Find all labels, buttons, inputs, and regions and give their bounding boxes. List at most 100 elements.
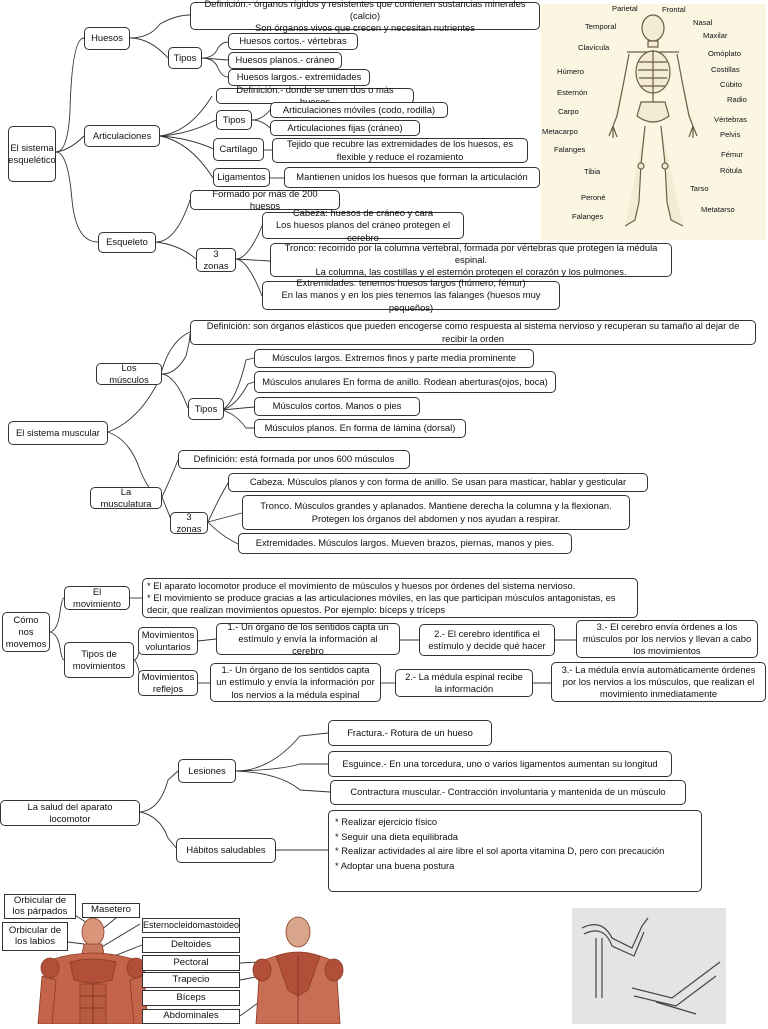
zona-extremidades-line2: En las manos y en los pies tenemos las f… xyxy=(281,289,541,313)
label-pectoral: Pectoral xyxy=(142,955,240,971)
voluntarios-label: Movimientos voluntarios xyxy=(141,628,195,652)
lesion-esguince-box: Esguince.- En una torcedura, uno o vario… xyxy=(328,751,672,777)
zona-cabeza-box: Cabeza: huesos de cráneo y cara Los hues… xyxy=(262,207,464,243)
label-carpo: Carpo xyxy=(558,107,579,116)
skeletal-root-label: El sistema esquelético xyxy=(8,141,56,165)
esqueleto-formado-text: Formado por más de 200 huesos xyxy=(212,187,318,211)
movimiento-node: El movimiento xyxy=(64,586,130,610)
ligamentos-desc-box: Mantienen unidos los huesos que forman l… xyxy=(284,167,540,188)
label-nasal: Nasal xyxy=(693,18,713,27)
huesos-definition-box: Definición.- órganos rígidos y resistent… xyxy=(190,0,540,33)
habito-4: * Adoptar una buena postura xyxy=(335,859,455,871)
cartilago-desc-text: Tejido que recubre las extremidades de l… xyxy=(286,138,514,162)
lesion-contractura-text: Contractura muscular.- Contracción invol… xyxy=(350,786,666,798)
huesos-label: Huesos xyxy=(91,32,123,44)
esqueleto-zonas-node: 3 zonas xyxy=(196,248,236,272)
articulaciones-tipos-node: Tipos xyxy=(216,110,252,130)
label-abdominales: Abdominales xyxy=(142,1009,240,1024)
hueso-largo-text: Huesos largos.- extremidades xyxy=(236,71,362,83)
voluntario-paso-2-box: 2.- El cerebro identifica el estímulo y … xyxy=(419,624,555,656)
musculatura-tronco-line1: Tronco. Músculos grandes y aplanados. Ma… xyxy=(260,500,612,512)
movement-root-label: Cómo nos movemos xyxy=(5,613,47,650)
label-abdominales-text: Abdominales xyxy=(163,1010,219,1022)
voluntario-paso-1-box: 1.- Un órgano de los sentidos capta un e… xyxy=(216,621,400,656)
label-temporal: Temporal xyxy=(585,22,617,31)
zona-tronco-line1: Tronco: recorrido por la columna vertebr… xyxy=(284,241,658,265)
movement-root-node: Cómo nos movemos xyxy=(2,612,50,652)
muscle-figure-back xyxy=(252,916,344,1025)
musculatura-extremidades-box: Extremidades. Músculos largos. Mueven br… xyxy=(238,533,572,554)
skeleton-figure: Parietal Frontal Temporal Nasal Maxilar … xyxy=(541,4,766,240)
label-tibia: Tibia xyxy=(584,167,601,176)
habito-2: * Seguir una dieta equilibrada xyxy=(335,830,459,842)
musculo-largo-box: Músculos largos. Extremos finos y parte … xyxy=(254,349,534,368)
label-esternocleidomastoideo: Esternocleidomastoideo xyxy=(142,918,240,933)
voluntarios-node: Movimientos voluntarios xyxy=(138,627,198,655)
habitos-node: Hábitos saludables xyxy=(176,838,276,863)
reflejo-paso-1-box: 1.- Un órgano de los sentidos capta un e… xyxy=(210,663,381,702)
musculatura-zonas-label: 3 zonas xyxy=(176,510,202,534)
label-perone: Peroné xyxy=(581,193,606,202)
musculatura-zonas-node: 3 zonas xyxy=(170,510,208,534)
skeleton-illustration xyxy=(608,14,698,227)
label-cubito: Cúbito xyxy=(720,80,742,89)
cartilago-label: Cartílago xyxy=(219,143,258,155)
muscular-root-node: El sistema muscular xyxy=(8,421,108,445)
label-maxilar: Maxilar xyxy=(703,31,728,40)
label-vertebras: Vértebras xyxy=(714,115,747,124)
habitos-list-box: * Realizar ejercicio físico * Seguir una… xyxy=(328,810,702,892)
movimiento-desc-line2: * El movimiento se produce gracias a las… xyxy=(147,591,616,616)
esqueleto-node: Esqueleto xyxy=(98,232,156,253)
musculatura-cabeza-box: Cabeza. Músculos planos y con forma de a… xyxy=(228,473,648,492)
huesos-tipos-node: Tipos xyxy=(168,47,202,69)
musculo-plano-box: Músculos planos. En forma de lámina (dor… xyxy=(254,419,466,438)
label-orbicular-labios: Orbicular de los labios xyxy=(2,922,68,951)
musculos-label: Los músculos xyxy=(109,361,149,385)
label-femur: Fémur xyxy=(721,150,743,159)
reflejo-paso-1-text: 1.- Un órgano de los sentidos capta un e… xyxy=(216,664,375,700)
label-biceps-text: Bíceps xyxy=(176,991,206,1003)
hueso-plano-box: Huesos planos.- cráneo xyxy=(228,52,342,69)
musculo-corto-box: Músculos cortos. Manos o pies xyxy=(254,397,420,416)
huesos-def-line2: Son órganos vivos que crecen y necesitan… xyxy=(255,22,475,34)
articulacion-movil-box: Articulaciones móviles (codo, rodilla) xyxy=(270,102,448,118)
voluntario-paso-2-text: 2.- El cerebro identifica el estímulo y … xyxy=(428,627,546,651)
musculo-plano-text: Músculos planos. En forma de lámina (dor… xyxy=(264,422,456,434)
label-parietal: Parietal xyxy=(612,4,638,13)
label-orbicular-labios-text: Orbicular de los labios xyxy=(8,924,62,947)
label-esternocleidomastoideo-text: Esternocleidomastoideo xyxy=(142,919,240,930)
cartilago-desc-box: Tejido que recubre las extremidades de l… xyxy=(272,138,528,163)
label-falanges-mano: Falanges xyxy=(554,145,586,154)
musculatura-label: La musculatura xyxy=(100,485,152,509)
tipos-movimientos-node: Tipos de movimientos xyxy=(64,642,134,678)
esqueleto-label: Esqueleto xyxy=(106,236,148,248)
huesos-tipos-label: Tipos xyxy=(173,51,197,63)
musculatura-extremidades-text: Extremidades. Músculos largos. Mueven br… xyxy=(255,537,555,549)
musculo-corto-text: Músculos cortos. Manos o pies xyxy=(272,400,402,412)
musculo-anular-box: Músculos anulares En forma de anillo. Ro… xyxy=(254,371,556,393)
reflejo-paso-2-box: 2.- La médula espinal recibe la informac… xyxy=(395,669,533,697)
voluntario-paso-3-box: 3.- El cerebro envía órdenes a los múscu… xyxy=(576,620,758,658)
label-deltoides-text: Deltoides xyxy=(171,938,211,950)
lesiones-label: Lesiones xyxy=(188,764,226,776)
label-orbicular-parpados-text: Orbicular de los párpados xyxy=(12,894,68,917)
health-root-label: La salud del aparato locomotor xyxy=(27,800,113,824)
label-costillas: Costillas xyxy=(711,65,740,74)
articulacion-fija-text: Articulaciones fijas (cráneo) xyxy=(287,121,403,133)
movimiento-label: El movimiento xyxy=(73,585,121,609)
articulaciones-tipos-label: Tipos xyxy=(222,113,246,125)
label-esternon: Esternón xyxy=(557,88,588,97)
musculatura-tronco-box: Tronco. Músculos grandes y aplanados. Ma… xyxy=(242,495,630,530)
ligamentos-node: Ligamentos xyxy=(213,168,270,187)
zona-tronco-box: Tronco: recorrido por la columna vertebr… xyxy=(270,241,672,277)
arm-flexion-illustration xyxy=(572,908,726,1024)
habito-3: * Realizar actividades al aire libre el … xyxy=(335,845,665,857)
label-trapecio-text: Trapecio xyxy=(172,973,210,985)
zona-cabeza-line2: Los huesos planos del cráneo protegen el… xyxy=(275,219,451,243)
label-deltoides: Deltoides xyxy=(142,937,240,953)
ligamentos-label: Ligamentos xyxy=(217,171,266,183)
hueso-largo-box: Huesos largos.- extremidades xyxy=(228,69,370,86)
label-falanges-pie: Falanges xyxy=(572,212,604,221)
hueso-corto-text: Huesos cortos.- vértebras xyxy=(239,35,347,47)
label-humero: Húmero xyxy=(557,67,585,76)
